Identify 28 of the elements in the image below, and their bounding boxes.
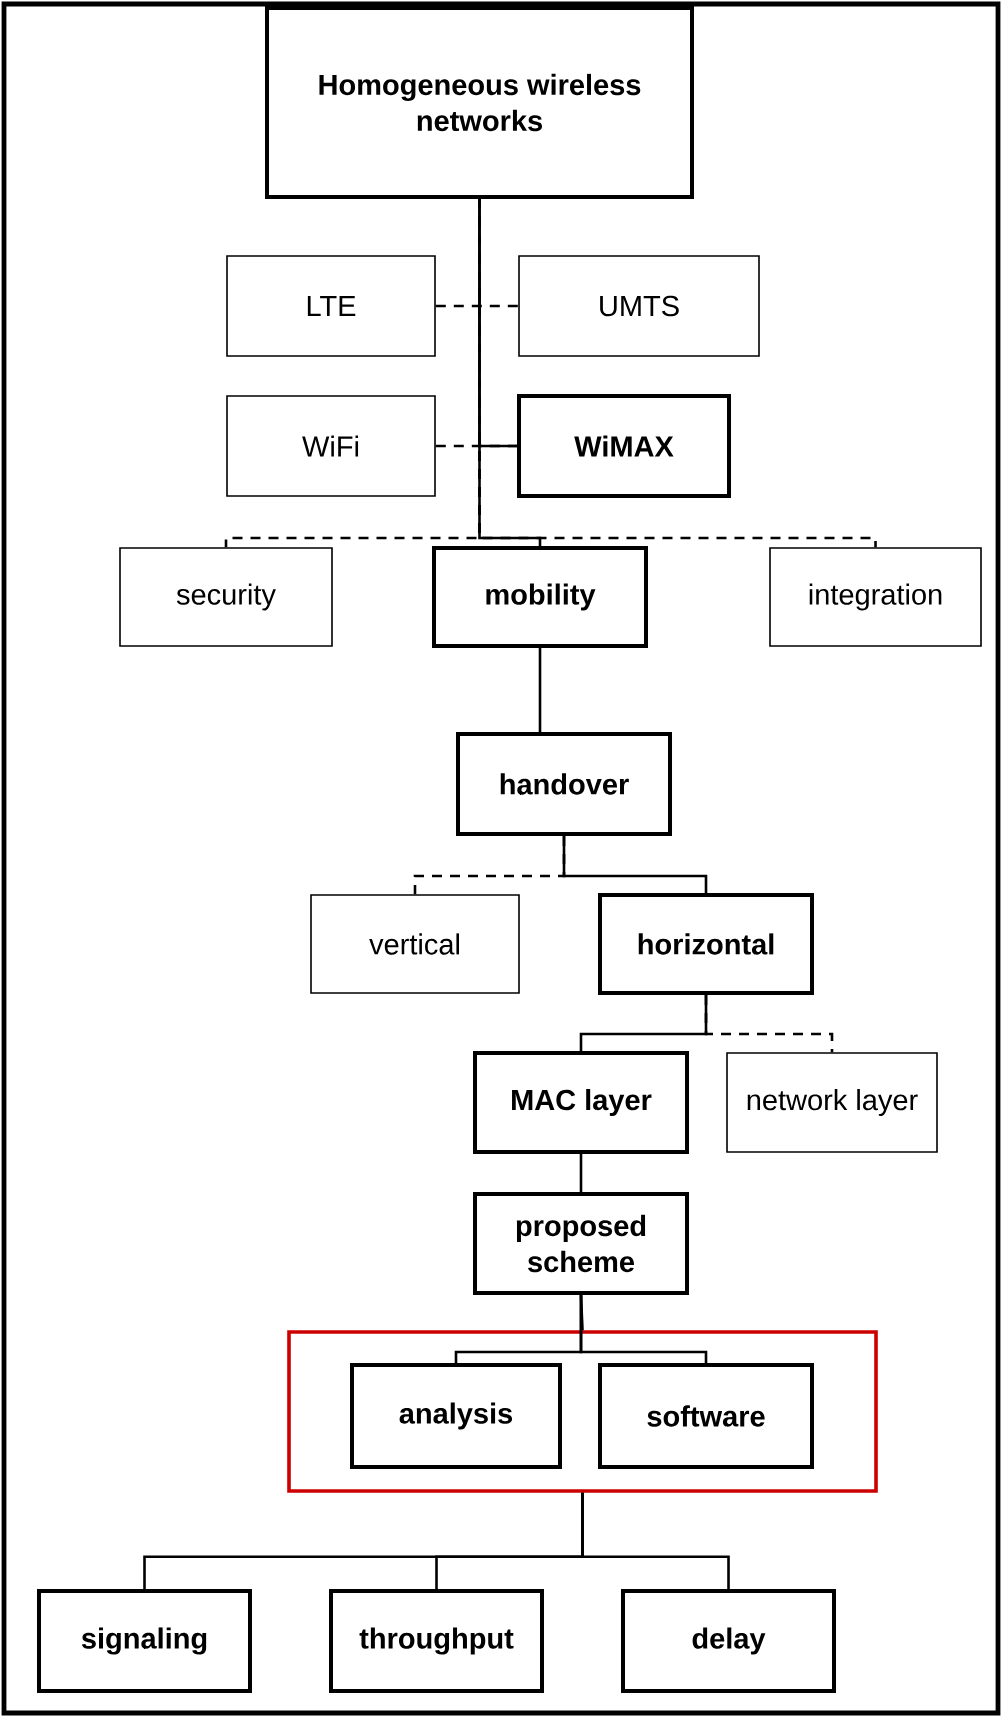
topic-box: proposed scheme [473, 1192, 689, 1295]
connector-line [435, 304, 519, 308]
highlight-frame [287, 1330, 878, 1493]
connector-line [478, 199, 542, 546]
connector-line [579, 1154, 583, 1192]
connector-line [538, 648, 542, 732]
topic-box: network layer [726, 1052, 938, 1153]
topic-box: vertical [310, 894, 520, 994]
topic-box: software [598, 1363, 814, 1469]
connector-line [579, 1295, 708, 1363]
topic-box: LTE [226, 255, 436, 357]
connector-line [579, 995, 708, 1051]
topic-box: throughput [329, 1589, 544, 1693]
connector-line [562, 836, 708, 893]
topic-box: horizontal [598, 893, 814, 995]
connector-line [581, 1492, 730, 1589]
topic-box: signaling [37, 1589, 252, 1693]
topic-box: handover [456, 732, 672, 836]
topic-box: UMTS [518, 255, 760, 357]
topic-box: WiFi [226, 395, 436, 497]
topic-box: mobility [432, 546, 648, 648]
topic-box: delay [621, 1589, 836, 1693]
topic-box: Homogeneous wireless networks [265, 6, 694, 199]
topic-box: integration [769, 547, 982, 647]
topic-box: MAC layer [473, 1051, 689, 1154]
topic-box: security [119, 547, 333, 647]
topic-box: WiMAX [517, 394, 731, 498]
topic-box: analysis [350, 1363, 562, 1469]
